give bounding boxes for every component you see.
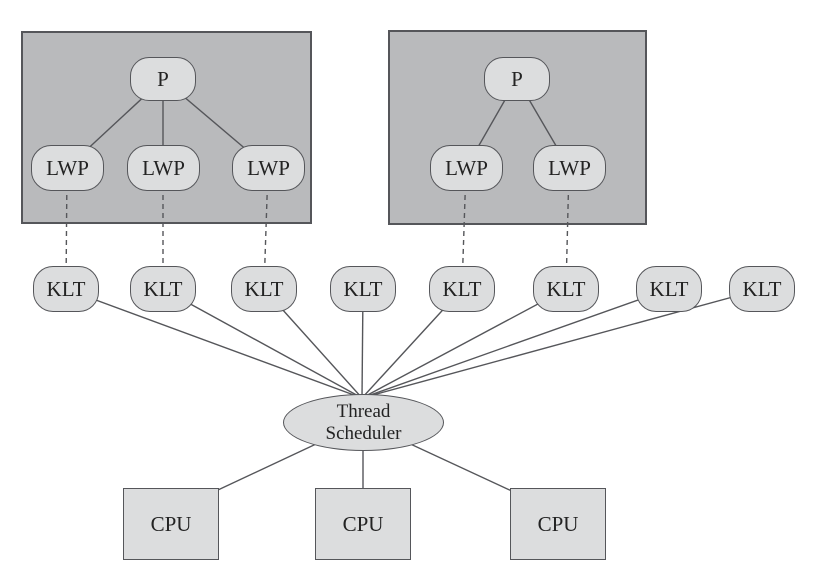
klt-node: KLT: [429, 266, 495, 312]
klt-node: KLT: [330, 266, 396, 312]
lwp-node: LWP: [127, 145, 200, 191]
klt1-scheduler-connector: [65, 288, 363, 399]
thread-scheduler-label-line1: Thread: [336, 400, 391, 422]
klt-node: KLT: [231, 266, 297, 312]
klt-node: KLT: [130, 266, 196, 312]
thread-scheduler-label-line2: Scheduler: [325, 422, 402, 444]
lwp-node: LWP: [232, 145, 305, 191]
cpu-box: CPU: [123, 488, 219, 560]
klt-node: KLT: [636, 266, 702, 312]
klt7-scheduler-connector: [361, 288, 670, 399]
klt2-scheduler-connector: [162, 288, 363, 399]
klt-node: KLT: [533, 266, 599, 312]
klt8-scheduler-connector: [361, 288, 763, 399]
klt-node: KLT: [33, 266, 99, 312]
cpu-box: CPU: [510, 488, 606, 560]
thread-scheduler-node: Thread Scheduler: [283, 394, 444, 451]
process-node: P: [484, 57, 550, 101]
klt-node: KLT: [729, 266, 795, 312]
lwp-node: LWP: [430, 145, 503, 191]
lwp-node: LWP: [533, 145, 606, 191]
cpu-box: CPU: [315, 488, 411, 560]
klt6-scheduler-connector: [361, 288, 567, 399]
process-node: P: [130, 57, 196, 101]
lwp-node: LWP: [31, 145, 104, 191]
